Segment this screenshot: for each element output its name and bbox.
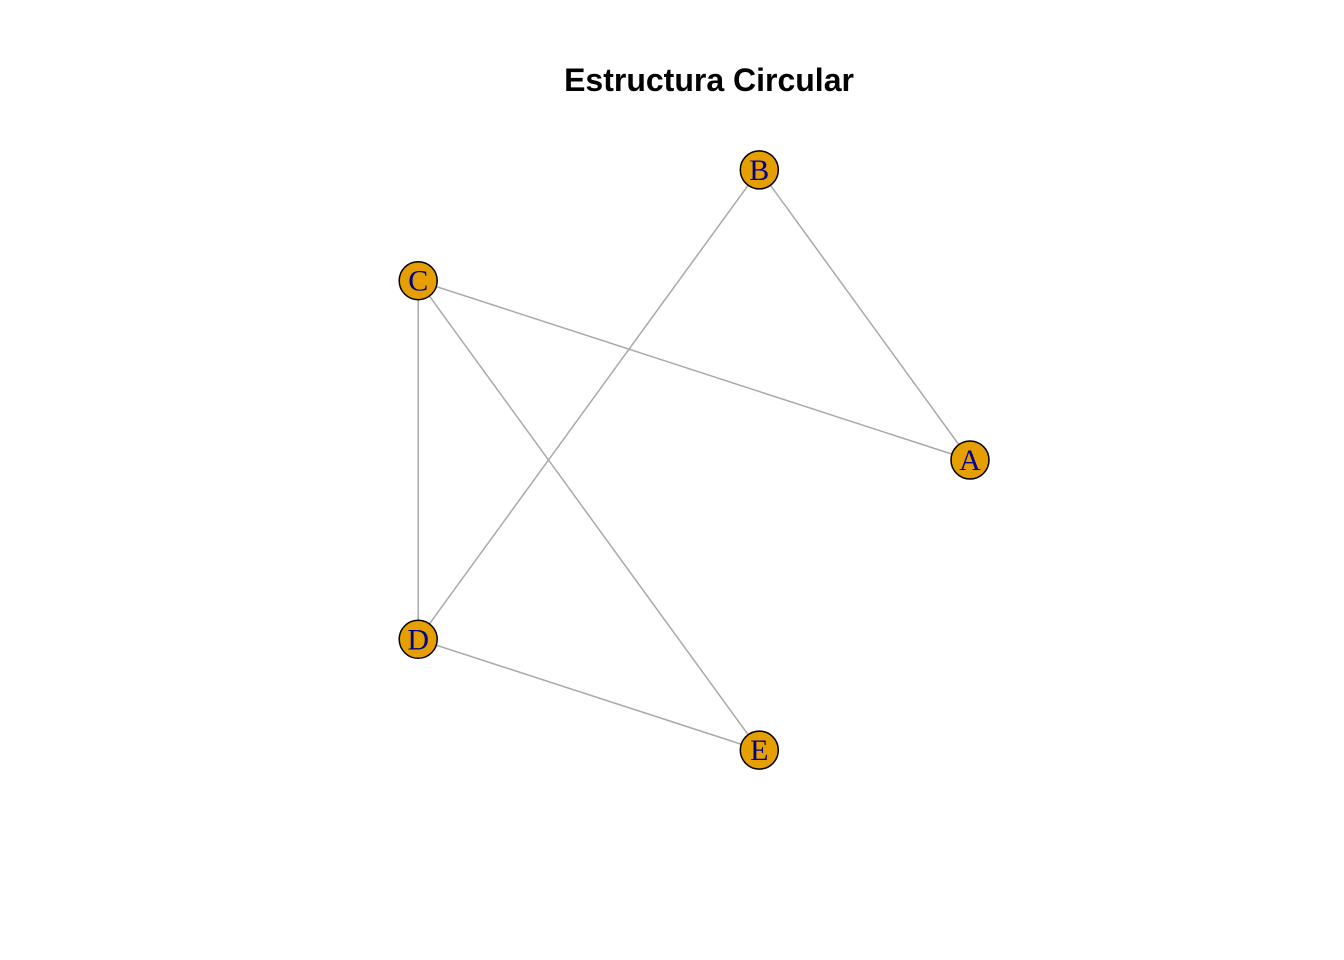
node-circle [398,260,438,301]
node-circle [398,619,438,660]
chart-title: Estructura Circular [564,62,854,98]
node-circle [739,730,780,770]
node-label: E [750,734,768,767]
edge-a-b [758,169,971,461]
node-label: A [959,444,981,477]
edge-c-e [417,280,760,751]
node-label: D [407,623,429,656]
node-d: D [398,619,438,660]
node-b: B [739,150,780,190]
node-a: A [950,440,990,480]
node-circle [739,150,780,190]
node-e: E [739,730,780,770]
nodes-layer: A B C D E [398,150,990,770]
node-c: C [398,260,438,301]
edge-b-d [417,169,760,640]
node-circle [950,440,990,480]
node-label: B [749,154,769,187]
edge-a-c [417,279,971,461]
node-label: C [408,265,428,298]
edge-d-e [417,638,760,751]
edges-layer [417,169,971,751]
